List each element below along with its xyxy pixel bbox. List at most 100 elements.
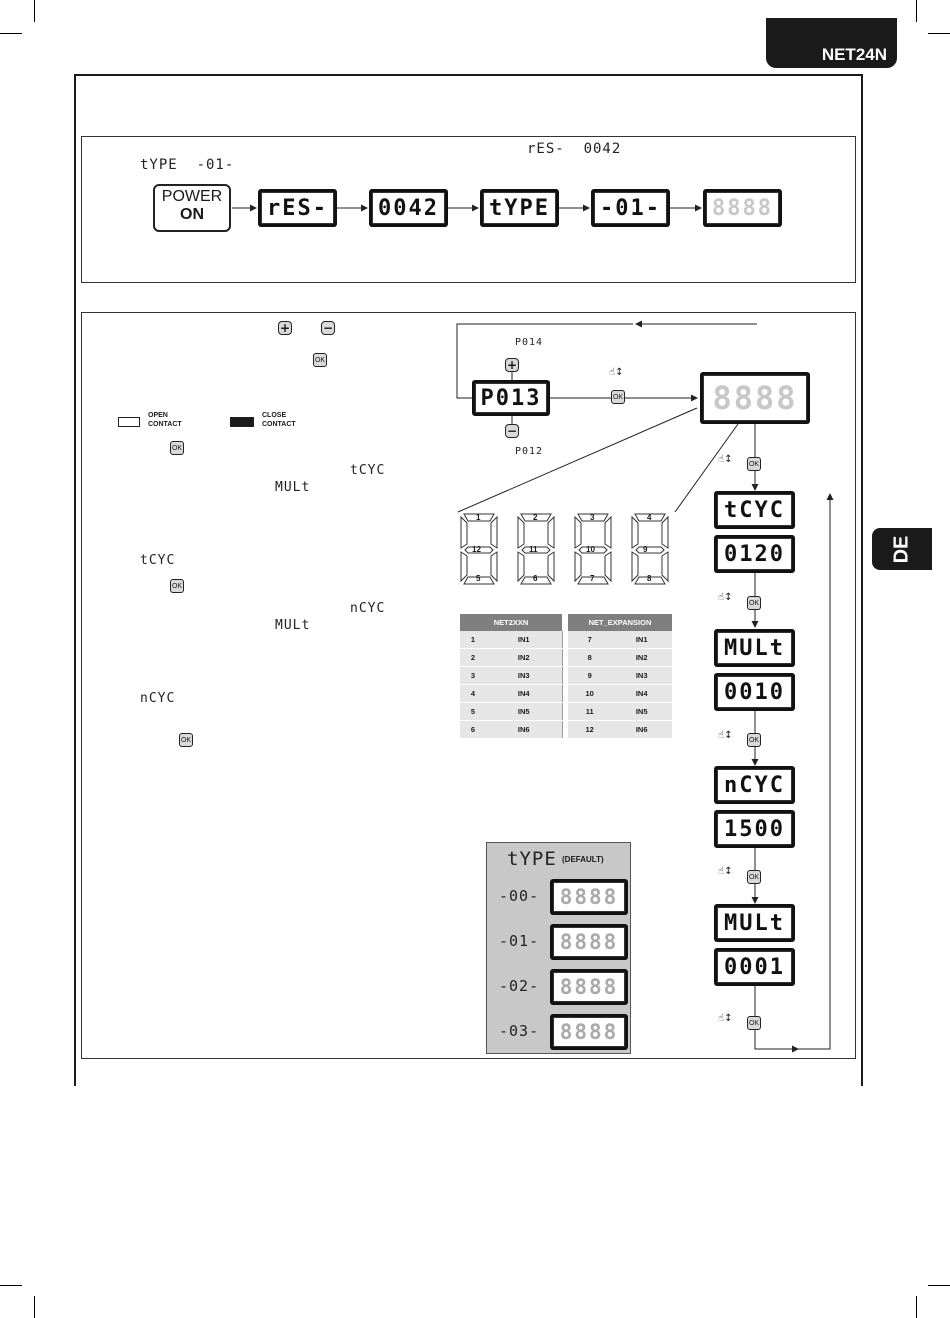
lcd-main: 8888 (700, 372, 810, 424)
digit-mid-index: 12 (472, 545, 481, 554)
res-seg-label: rES- 0042 (527, 141, 622, 157)
lcd-res: rES- (258, 189, 337, 227)
lcd-param: P013 (472, 380, 550, 416)
ok-button-icon: OK (747, 733, 761, 747)
segment-digit: 1 12 5 (458, 512, 500, 585)
param-next-label: P014 (515, 337, 544, 348)
table-cell: 9 (568, 666, 612, 685)
power-on-button[interactable]: POWER ON (153, 184, 231, 232)
table-cell: IN3 (486, 666, 562, 685)
plus-button-icon: + (505, 358, 519, 372)
segment-digit: 4 9 8 (629, 512, 671, 585)
digit-top-index: 2 (533, 513, 538, 522)
table-cell: IN6 (611, 720, 672, 739)
segment-digit-outline (517, 513, 555, 585)
tcyc-seg-label: tCYC (350, 463, 386, 478)
digit-mid-index: 10 (586, 545, 595, 554)
table-cell: IN2 (611, 648, 672, 667)
digit-top-index: 1 (476, 513, 481, 522)
lcd-text: 0120 (717, 538, 792, 570)
table-spacer (561, 720, 568, 739)
open-line2: CONTACT (148, 421, 182, 428)
crop-mark (0, 33, 22, 34)
lcd-flow-label: MULt (714, 629, 795, 667)
digit-bot-index: 5 (476, 574, 481, 583)
lcd-text: 0001 (717, 951, 792, 983)
digit-bot-index: 6 (533, 574, 538, 583)
power-line2: ON (180, 206, 204, 223)
crop-mark (916, 0, 917, 22)
type-option-display: 8888 (550, 1014, 628, 1050)
digit-top-index: 4 (647, 513, 652, 522)
table-spacer (561, 631, 568, 649)
table-cell: 8 (568, 648, 612, 667)
param-prev-label: P012 (515, 446, 544, 457)
lcd-text: nCYC (717, 769, 792, 801)
segment-digit-outline (460, 513, 498, 585)
table-cell: 5 (460, 702, 487, 721)
power-on-section (81, 136, 856, 283)
table-header-net-expansion: NET_EXPANSION (568, 614, 672, 631)
type-default-title: tYPE (507, 848, 557, 870)
hand-press-icon: ☝↕ (609, 367, 624, 378)
plus-button-icon: + (278, 321, 292, 335)
type-option-display: 8888 (550, 924, 628, 960)
table-spacer (561, 648, 568, 667)
lcd-flow-value: 0001 (714, 948, 795, 986)
hand-press-icon: ☝↕ (718, 592, 733, 603)
ncyc-seg-label: nCYC (350, 601, 386, 616)
brand-header: NET24N (766, 18, 897, 68)
lcd-type: tYPE (480, 189, 559, 227)
digit-mid-index: 9 (643, 545, 648, 554)
table-cell: 10 (568, 684, 612, 703)
lcd-text: 1500 (717, 813, 792, 845)
minus-button-icon: − (505, 424, 519, 438)
table-cell: 2 (460, 648, 487, 667)
lcd-blank: 8888 (703, 189, 782, 227)
brand-title: NET24N (821, 45, 887, 64)
table-cell: 4 (460, 684, 487, 703)
table-spacer (561, 666, 568, 685)
lcd-text: rES- (261, 192, 334, 224)
type-option-label: -00- (499, 887, 540, 905)
lcd-text: 8888 (553, 882, 625, 912)
close-contact-label: CLOSE CONTACT (262, 411, 296, 429)
hand-press-icon: ☝↕ (718, 730, 733, 741)
lcd-flow-label: tCYC (714, 491, 795, 529)
crop-mark (34, 1296, 35, 1318)
mult-seg-label: MULt (275, 618, 311, 633)
lcd-text: 8888 (553, 972, 625, 1002)
ok-button-icon: OK (313, 353, 327, 367)
language-tab: DE (872, 528, 932, 570)
table-spacer (561, 702, 568, 721)
ok-button-icon: OK (747, 1016, 761, 1030)
lcd-text: 0010 (717, 676, 792, 708)
lcd-flow-value: 0010 (714, 673, 795, 711)
table-cell: 3 (460, 666, 487, 685)
crop-mark (0, 1285, 22, 1286)
lcd-flow-label: MULt (714, 904, 795, 942)
table-cell: 7 (568, 631, 612, 649)
table-cell: 11 (568, 702, 612, 721)
table-cell: IN3 (611, 666, 672, 685)
type-default-subtitle: (DEFAULT) (562, 855, 604, 864)
segment-digit-outline (631, 513, 669, 585)
close-line1: CLOSE (262, 412, 287, 419)
lcd-text: tYPE (483, 192, 556, 224)
open-contact-swatch (118, 417, 140, 427)
close-line2: CONTACT (262, 421, 296, 428)
minus-button-icon: − (321, 321, 335, 335)
lcd-text: 8888 (706, 192, 779, 224)
ok-button-icon: OK (747, 596, 761, 610)
digit-mid-index: 11 (529, 545, 538, 554)
lcd-0042: 0042 (369, 189, 448, 227)
digit-bot-index: 8 (647, 574, 652, 583)
table-cell: 1 (460, 631, 487, 649)
crop-mark (34, 0, 35, 22)
type-option-label: -01- (499, 932, 540, 950)
segment-digit: 2 11 6 (515, 512, 557, 585)
